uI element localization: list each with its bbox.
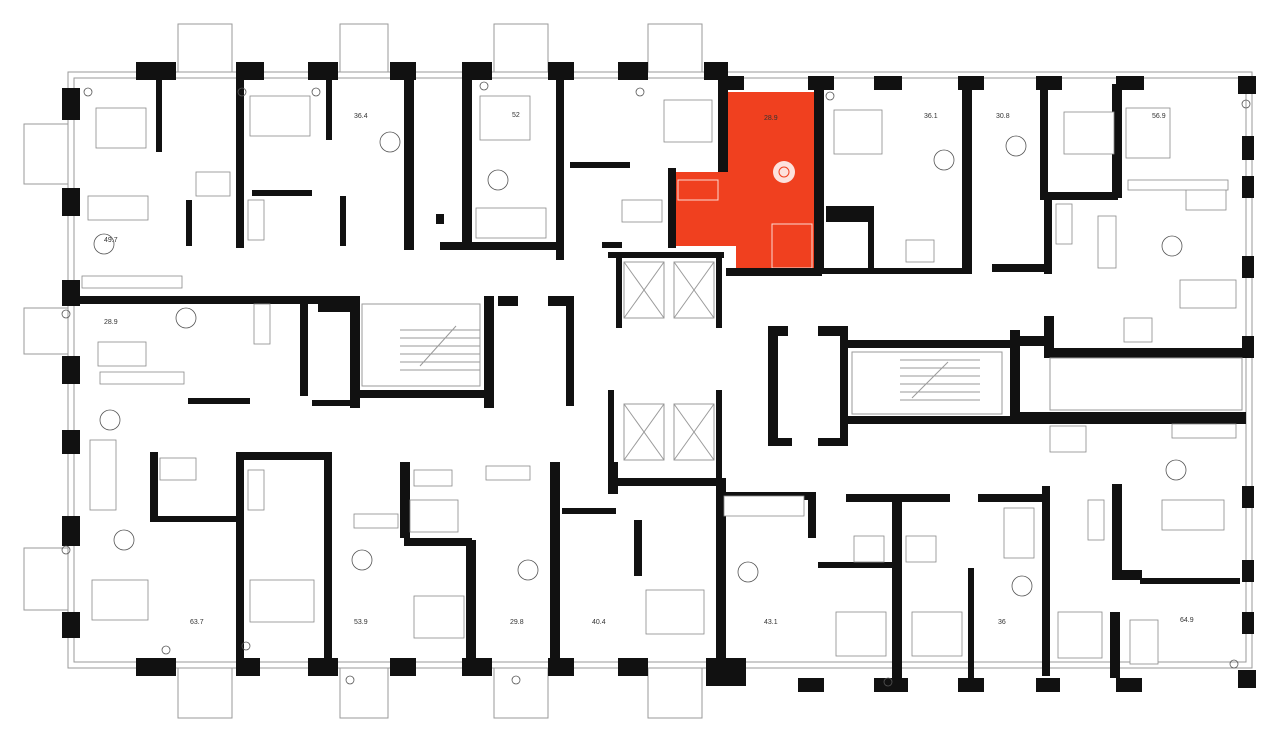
unit-area-label: 29.8 — [510, 619, 524, 626]
unit-area-label: 52 — [512, 112, 520, 119]
balconies-top — [177, 23, 703, 73]
elevators — [623, 261, 715, 461]
unit-area-label: 36 — [998, 619, 1006, 626]
unit-area-label: 64.9 — [1180, 617, 1194, 624]
unit-area-label: 36.4 — [354, 113, 368, 120]
plant-icons — [61, 81, 1251, 687]
table-icon — [773, 161, 795, 183]
unit-area-label: 49.7 — [104, 237, 118, 244]
unit-area-label: 40.4 — [592, 619, 606, 626]
furniture — [81, 95, 1237, 665]
building-outline — [67, 71, 1253, 669]
unit-area-label: 28.9 — [104, 319, 118, 326]
unit-area-label: 63.7 — [190, 619, 204, 626]
dining-table-icons — [93, 131, 1187, 597]
unit-area-label: 28.9 — [764, 115, 778, 122]
structural-walls — [62, 62, 1256, 692]
unit-area-label: 30.8 — [996, 113, 1010, 120]
stairwell-right — [851, 351, 1003, 415]
building-outline-inner — [73, 77, 1247, 663]
service-shaft-right — [1049, 357, 1243, 411]
balconies-left — [23, 123, 69, 611]
unit-area-label: 43.1 — [764, 619, 778, 626]
unit-area-label: 56.9 — [1152, 113, 1166, 120]
unit-area-label: 53.9 — [354, 619, 368, 626]
stairwell-left — [361, 303, 481, 387]
unit-area-label: 36.1 — [924, 113, 938, 120]
bathtub-icon — [677, 179, 719, 201]
area-labels: 36.4 52 36.1 30.8 56.9 49.7 28.9 63.7 53… — [104, 112, 1194, 626]
balconies-bottom — [177, 667, 703, 719]
